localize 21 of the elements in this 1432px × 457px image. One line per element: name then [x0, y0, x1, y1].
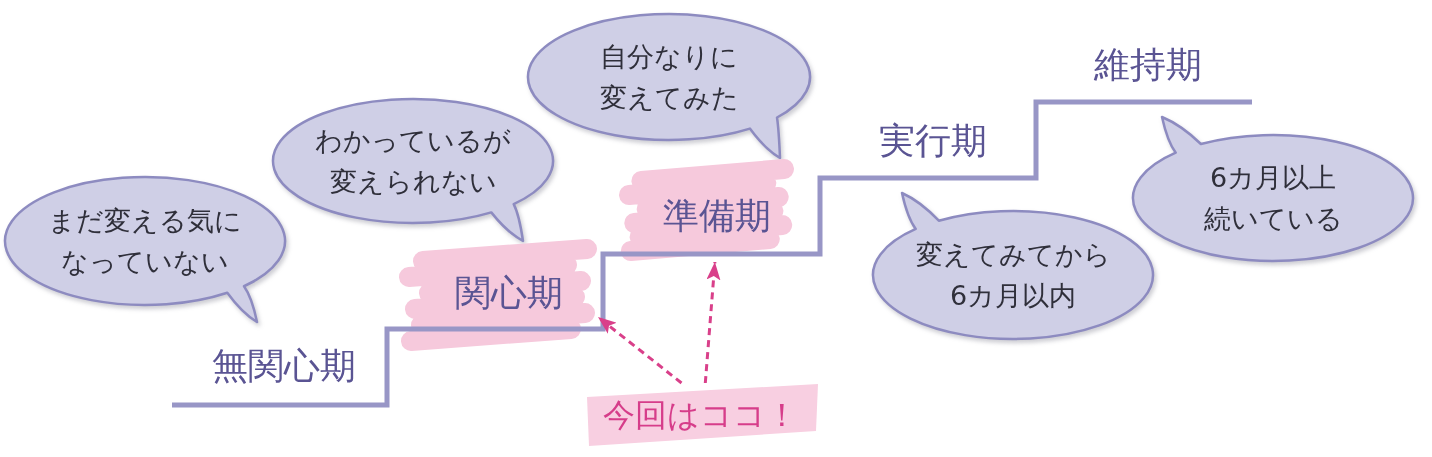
- brush-highlight: [398, 238, 598, 352]
- stage-label: 無関心期: [212, 344, 356, 388]
- stage-label: 準備期: [663, 194, 771, 238]
- dashed-arrow: [597, 315, 683, 385]
- stage-label: 関心期: [455, 271, 563, 315]
- dashed-arrow: [703, 261, 721, 384]
- highlight-band: [585, 383, 820, 447]
- speech-bubble: [870, 190, 1156, 342]
- bubble-text: 自分なりに変えてみた: [598, 40, 740, 115]
- speech-bubble: [1130, 114, 1416, 264]
- speech-bubble: [270, 96, 556, 244]
- speech-bubble: [2, 174, 288, 325]
- bubble-text: わかっているが変えられない: [314, 124, 512, 199]
- bubble-text: 変えてみてから6カ月以内: [914, 238, 1112, 313]
- bubble-text: まだ変える気になっていない: [47, 204, 243, 279]
- bubble-text: 6カ月以上続いている: [1202, 161, 1344, 236]
- brush-highlight: [618, 158, 795, 262]
- stage-label: 実行期: [879, 119, 987, 163]
- stage-label: 維持期: [1094, 43, 1202, 87]
- callout-text: 今回はココ！: [602, 395, 798, 435]
- speech-bubble: [525, 11, 813, 161]
